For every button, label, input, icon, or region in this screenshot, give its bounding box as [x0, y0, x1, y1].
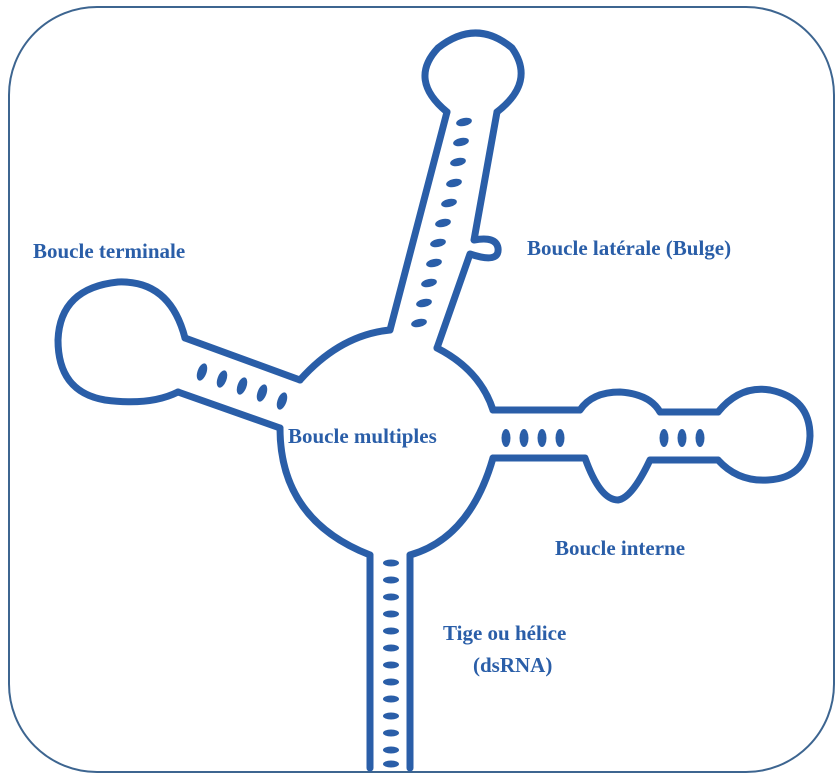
base-pair	[383, 761, 399, 768]
base-pair	[520, 429, 529, 447]
label-stem-line1: Tige ou hélice	[443, 621, 566, 645]
base-pair	[538, 429, 547, 447]
base-pair	[383, 747, 399, 754]
base-pair	[383, 713, 399, 720]
label-terminal-loop: Boucle terminale	[33, 239, 185, 263]
base-pair	[383, 577, 399, 584]
base-pair	[383, 730, 399, 737]
base-pair	[502, 429, 511, 447]
base-pair	[383, 645, 399, 652]
label-internal-loop: Boucle interne	[555, 536, 685, 560]
base-pair	[678, 429, 687, 447]
base-pair	[383, 611, 399, 618]
label-stem-line2: (dsRNA)	[473, 653, 552, 677]
diagram-frame	[9, 7, 834, 772]
label-bulge: Boucle latérale (Bulge)	[527, 236, 731, 260]
base-pair	[660, 429, 669, 447]
base-pair	[696, 429, 705, 447]
base-pair	[383, 628, 399, 635]
base-pair	[383, 662, 399, 669]
base-pair	[383, 679, 399, 686]
base-pair	[383, 696, 399, 703]
base-pair	[383, 560, 399, 567]
label-multiloop: Boucle multiples	[288, 424, 437, 448]
base-pair	[556, 429, 565, 447]
base-pair	[383, 594, 399, 601]
